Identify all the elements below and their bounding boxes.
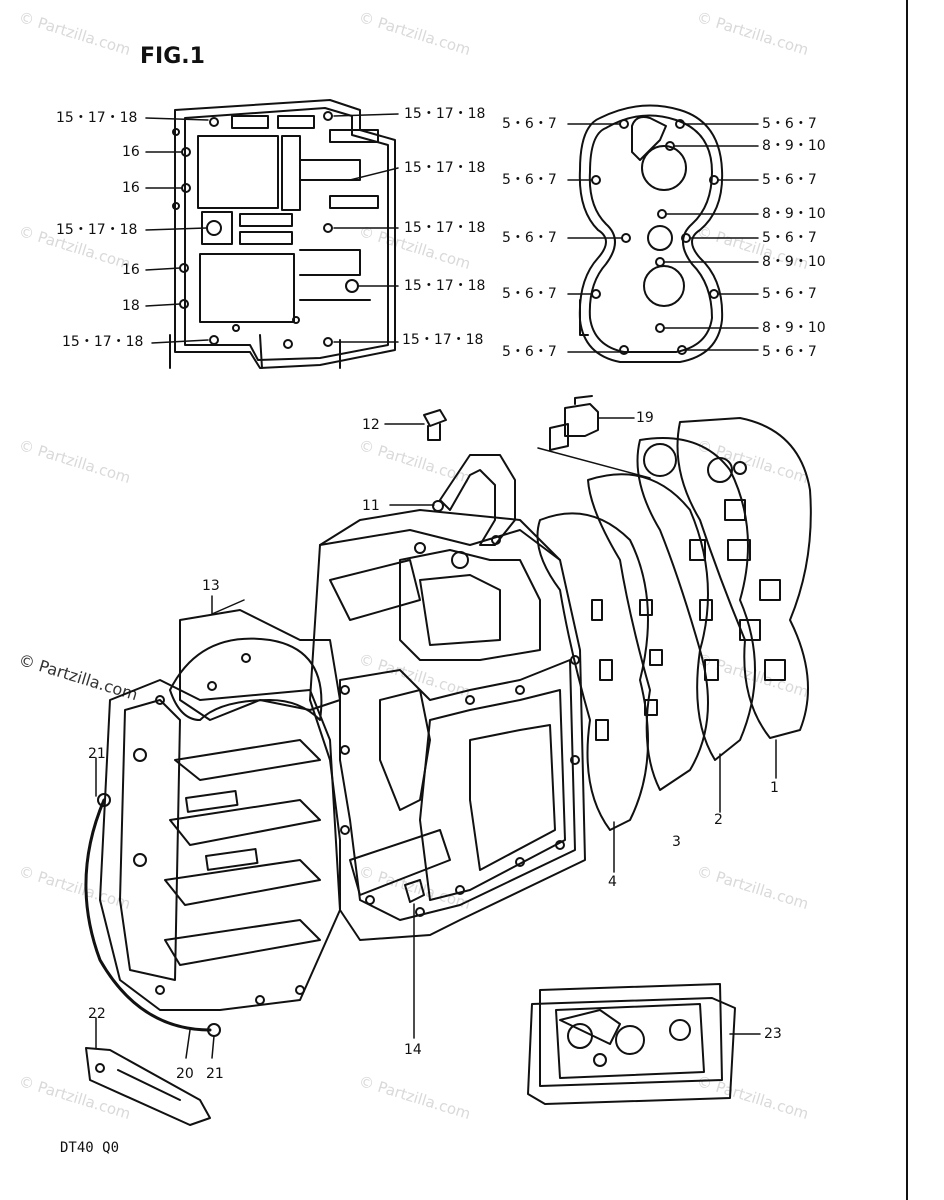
callout-14: 14	[404, 1042, 422, 1058]
figure-title: FIG.1	[140, 44, 205, 69]
hose-20-drawing	[84, 798, 212, 1032]
callout-22: 22	[88, 1006, 106, 1022]
callout-left-gasket-right: 15・17・18	[404, 160, 486, 176]
callout-21: 21	[88, 746, 106, 762]
callout-left-gasket: 18	[122, 298, 140, 314]
clip-21-upper-drawing	[97, 793, 111, 807]
callout-1: 1	[770, 780, 779, 796]
callout-21: 21	[206, 1066, 224, 1082]
callout-head-gasket-right: 8・9・10	[762, 138, 826, 154]
callout-3: 3	[672, 834, 681, 850]
callout-2: 2	[714, 812, 723, 828]
plate-22-drawing	[85, 1047, 211, 1126]
head-gasket-drawing	[578, 104, 724, 363]
callout-left-gasket: 16	[122, 144, 140, 160]
callout-13: 13	[202, 578, 220, 594]
callout-4: 4	[608, 874, 617, 890]
head-gasket-leaders	[567, 123, 759, 353]
plug-19-drawing	[549, 395, 599, 451]
callout-head-gasket-right: 8・9・10	[762, 206, 826, 222]
callout-head-gasket-left: 5・6・7	[502, 344, 557, 360]
assembly-leaders	[95, 417, 777, 1059]
callout-head-gasket-right: 5・6・7	[762, 172, 817, 188]
callout-head-gasket-right: 5・6・7	[762, 344, 817, 360]
gasket-set-23-drawing	[527, 983, 736, 1105]
callout-left-gasket-right: 15・17・18	[404, 106, 486, 122]
callout-left-gasket-right: 15・17・18	[404, 220, 486, 236]
callout-left-gasket: 15・17・18	[62, 334, 144, 350]
callout-head-gasket-right: 8・9・10	[762, 320, 826, 336]
cover-gasket-drawing	[169, 99, 396, 369]
callout-head-gasket-right: 5・6・7	[762, 230, 817, 246]
callout-head-gasket-right: 8・9・10	[762, 254, 826, 270]
callout-23: 23	[764, 1026, 782, 1042]
callout-left-gasket-right: 15・17・18	[404, 278, 486, 294]
callout-19: 19	[636, 410, 654, 426]
cylinder-block-drawing	[99, 417, 812, 1011]
callout-head-gasket-right: 5・6・7	[762, 286, 817, 302]
plug-14-drawing	[404, 879, 425, 903]
callout-head-gasket-right: 5・6・7	[762, 116, 817, 132]
callout-20: 20	[176, 1066, 194, 1082]
callout-head-gasket-left: 5・6・7	[502, 230, 557, 246]
callout-left-gasket-right: 15・17・18	[402, 332, 484, 348]
callout-head-gasket-left: 5・6・7	[502, 286, 557, 302]
callout-12: 12	[362, 417, 380, 433]
callout-head-gasket-left: 5・6・7	[502, 116, 557, 132]
callout-11: 11	[362, 498, 380, 514]
page-edge-line	[906, 0, 908, 1200]
callout-left-gasket: 15・17・18	[56, 222, 138, 238]
callout-left-gasket: 16	[122, 180, 140, 196]
cover-gasket-leaders	[145, 113, 399, 344]
callout-head-gasket-left: 5・6・7	[502, 172, 557, 188]
bracket-11-drawing	[439, 454, 516, 546]
model-code: DT40 Q0	[60, 1140, 120, 1156]
bolt-12-drawing	[423, 409, 447, 441]
callout-left-gasket: 15・17・18	[56, 110, 138, 126]
callout-left-gasket: 16	[122, 262, 140, 278]
